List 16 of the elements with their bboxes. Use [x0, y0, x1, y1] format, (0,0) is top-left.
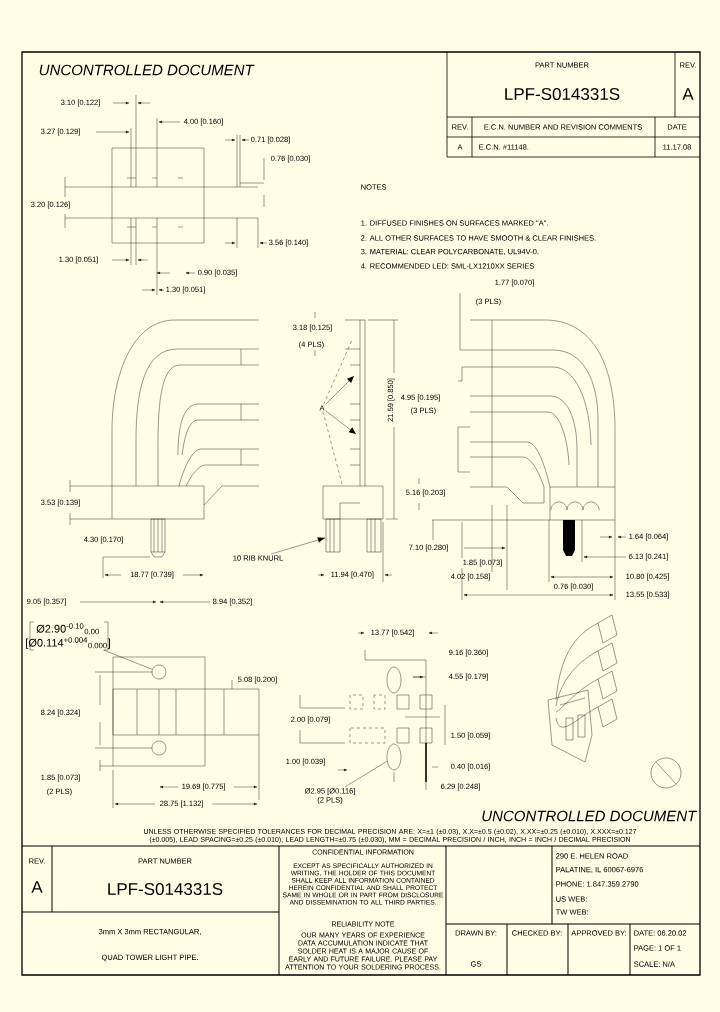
leader-line [325, 375, 355, 405]
hole-outline [151, 664, 167, 680]
hole-outline [386, 743, 402, 771]
stamp-text: UNCONTROLLED DOCUMENT [482, 810, 698, 822]
leader-line [103, 649, 153, 670]
pin-outline [325, 518, 341, 553]
leader-line [323, 339, 353, 405]
stamp-text: UNCONTROLLED DOCUMENT [39, 64, 255, 76]
revision-letter: A [682, 88, 694, 100]
part-number: LPF-S014331S [505, 88, 620, 101]
leader-line [325, 410, 357, 435]
leader-line [322, 411, 343, 485]
leader-line [270, 537, 326, 555]
leader-line [344, 760, 388, 787]
revision-letter: A [31, 881, 43, 893]
part-number: LPF-S014331S [108, 883, 223, 896]
